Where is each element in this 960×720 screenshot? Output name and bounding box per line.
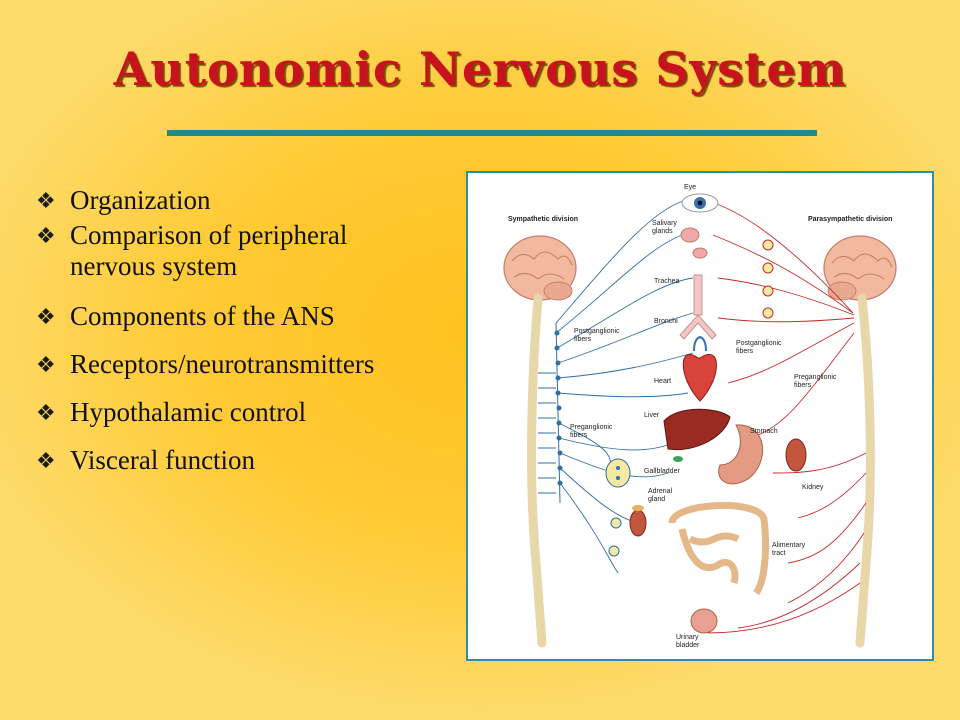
bullet-text: Receptors/neurotransmitters xyxy=(70,349,375,379)
label-bladder: Urinary xyxy=(676,634,699,641)
bullet-item: ❖ Receptors/neurotransmitters xyxy=(36,349,456,380)
stomach-icon xyxy=(718,424,763,485)
right-brain-icon xyxy=(823,235,897,301)
label-salivary-2: glands xyxy=(652,228,673,235)
label-stomach: Stomach xyxy=(750,428,778,435)
celiac-ganglion xyxy=(605,458,631,557)
bullet-item: ❖ Components of the ANS xyxy=(36,301,456,332)
left-brain-icon xyxy=(503,235,577,301)
sympathetic-fibers xyxy=(538,200,694,574)
liver-icon xyxy=(663,408,731,462)
title-underline xyxy=(167,130,817,136)
parasympathetic-fibers xyxy=(707,200,867,634)
bullet-text: Visceral function xyxy=(70,445,256,475)
label-adrenal-2: gland xyxy=(648,496,665,503)
label-postganglionic-left: Postganglionic xyxy=(574,328,620,335)
bullet-item: ❖ Visceral function xyxy=(36,445,456,476)
diamond-bullet-icon: ❖ xyxy=(36,400,56,425)
bullet-text: Hypothalamic control xyxy=(70,397,307,427)
label-gallbladder: Gallbladder xyxy=(644,468,680,475)
bullet-text: Comparison of peripheral xyxy=(70,220,348,250)
left-spinal-cord xyxy=(527,293,547,648)
label-bladder-2: bladder xyxy=(676,642,700,649)
trachea-bronchi-icon xyxy=(679,274,717,340)
diamond-bullet-icon: ❖ xyxy=(36,223,56,248)
label-preganglionic-left-2: fibers xyxy=(570,432,588,439)
diamond-bullet-icon: ❖ xyxy=(36,304,56,329)
sympathetic-header: Sympathetic division xyxy=(508,216,578,223)
bullet-text-continuation: nervous system xyxy=(70,251,238,281)
diamond-bullet-icon: ❖ xyxy=(36,352,56,377)
parasympathetic-ganglia xyxy=(762,239,774,319)
label-adrenal: Adrenal xyxy=(648,488,673,495)
bullet-item: ❖ Comparison of peripheral nervous syste… xyxy=(36,220,456,282)
bullet-list: ❖ Organization ❖ Comparison of periphera… xyxy=(36,185,456,476)
salivary-glands-icon xyxy=(680,227,708,259)
diamond-bullet-icon: ❖ xyxy=(36,188,56,213)
heart-icon xyxy=(682,335,717,402)
label-eye: Eye xyxy=(684,184,696,191)
label-alimentary: Alimentary xyxy=(772,542,806,549)
label-postganglionic-left-2: fibers xyxy=(574,336,592,343)
label-liver: Liver xyxy=(644,412,660,419)
label-alimentary-2: tract xyxy=(772,550,786,557)
ans-diagram: Sympathetic division Parasympathetic div… xyxy=(466,171,934,661)
bullet-item: ❖ Hypothalamic control xyxy=(36,397,456,428)
label-heart: Heart xyxy=(654,378,671,385)
label-kidney: Kidney xyxy=(802,484,824,491)
ans-diagram-svg: Sympathetic division Parasympathetic div… xyxy=(503,184,897,649)
parasympathetic-header: Parasympathetic division xyxy=(808,216,892,223)
label-postganglionic-right: Postganglionic xyxy=(736,340,782,347)
bullet-text: Components of the ANS xyxy=(70,301,335,331)
diamond-bullet-icon: ❖ xyxy=(36,448,56,473)
bullet-item: ❖ Organization xyxy=(36,185,456,216)
label-postganglionic-right-2: fibers xyxy=(736,348,754,355)
label-trachea: Trachea xyxy=(654,278,680,285)
sympathetic-chain xyxy=(554,322,563,504)
label-bronchi: Bronchi xyxy=(654,318,678,325)
eye-icon xyxy=(681,193,719,213)
label-preganglionic-right: Preganglionic xyxy=(794,374,837,381)
alimentary-tract-icon xyxy=(668,501,770,596)
urinary-bladder-icon xyxy=(690,608,718,634)
label-preganglionic-left: Preganglionic xyxy=(570,424,613,431)
right-spinal-cord xyxy=(855,293,875,648)
label-preganglionic-right-2: fibers xyxy=(794,382,812,389)
kidney-icon xyxy=(629,438,807,537)
label-salivary: Salivary xyxy=(652,220,677,227)
slide-title: Autonomic Nervous System xyxy=(113,42,847,96)
bullet-text: Organization xyxy=(70,185,211,215)
